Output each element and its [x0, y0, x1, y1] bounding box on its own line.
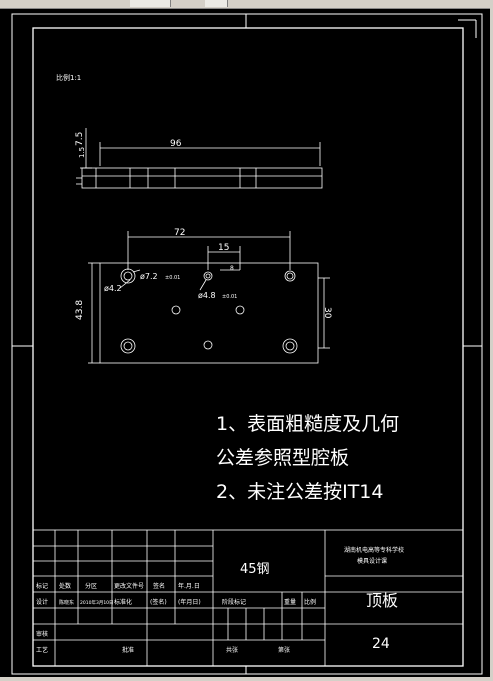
tol-2: ±0.01: [222, 294, 237, 300]
cad-drawing-canvas[interactable]: 比例1:1 96 7.5 1.5: [0, 8, 490, 677]
drawing-number: 24: [372, 636, 390, 652]
label-stage: 阶段标记: [222, 598, 246, 606]
label-mark: 标记: [36, 582, 48, 590]
window-bottom-edge: [0, 677, 493, 681]
dim-hole-dia-1: ø7.2: [140, 272, 158, 281]
dim-hole-dia-2: ø4.2: [104, 284, 122, 293]
outer-frame: [11, 13, 483, 675]
school-sub: 模具设计课: [357, 557, 387, 565]
dim-thickness: 7.5: [75, 132, 85, 146]
label-design: 设计: [36, 598, 48, 606]
note-line-3: 2、未注公差按IT14: [216, 481, 383, 503]
dim-inner-thickness: 1.5: [78, 147, 86, 158]
label-count: 处数: [59, 582, 71, 590]
dim-edge-small: 8: [230, 265, 234, 272]
label-std: 标准化: [114, 598, 132, 606]
part-name: 顶板: [366, 591, 398, 610]
toolbar-segment: [130, 0, 171, 7]
dim-hole-pitch: 15: [218, 243, 229, 253]
label-approve: 批准: [122, 646, 134, 654]
note-line-1: 1、表面粗糙度及几何: [216, 413, 399, 435]
label-sheet-no: 第张: [278, 646, 290, 654]
material-field: 45钢: [240, 562, 270, 577]
label-date2: (年月日): [178, 598, 201, 606]
label-scale: 比例: [304, 598, 316, 606]
side-view: [76, 128, 323, 189]
dim-length-side: 96: [170, 139, 182, 149]
label-sign: 签名: [153, 582, 165, 590]
label-change-doc: 更改文件号: [114, 582, 144, 590]
label-review: 审核: [36, 630, 48, 638]
title-block: [32, 529, 464, 667]
label-date: 年.月.日: [178, 582, 200, 590]
dim-hole-depth: 30: [322, 307, 332, 319]
plan-view: [88, 231, 330, 364]
label-sign2: (签名): [150, 598, 167, 606]
tol-1: ±0.01: [165, 275, 180, 281]
designer-name: 陈晓东: [59, 599, 74, 606]
scale-note: 比例1:1: [56, 73, 81, 82]
toolbar-segment: [205, 0, 228, 7]
dim-hole-span: 72: [174, 228, 185, 238]
dim-hole-dia-3: ø4.8: [198, 291, 216, 300]
label-craft: 工艺: [36, 646, 48, 654]
dim-width: 43.8: [75, 300, 85, 320]
design-date: 2010年3月10日: [80, 599, 114, 606]
label-sheets: 共张: [226, 646, 238, 654]
label-weight: 重量: [284, 598, 296, 606]
label-zone: 分区: [85, 582, 97, 590]
school-name: 湖南机电高等专科学校: [344, 546, 404, 554]
window-right-edge: [490, 8, 493, 677]
note-line-2: 公差参照型腔板: [216, 447, 349, 469]
window-top-bar: [0, 0, 493, 9]
